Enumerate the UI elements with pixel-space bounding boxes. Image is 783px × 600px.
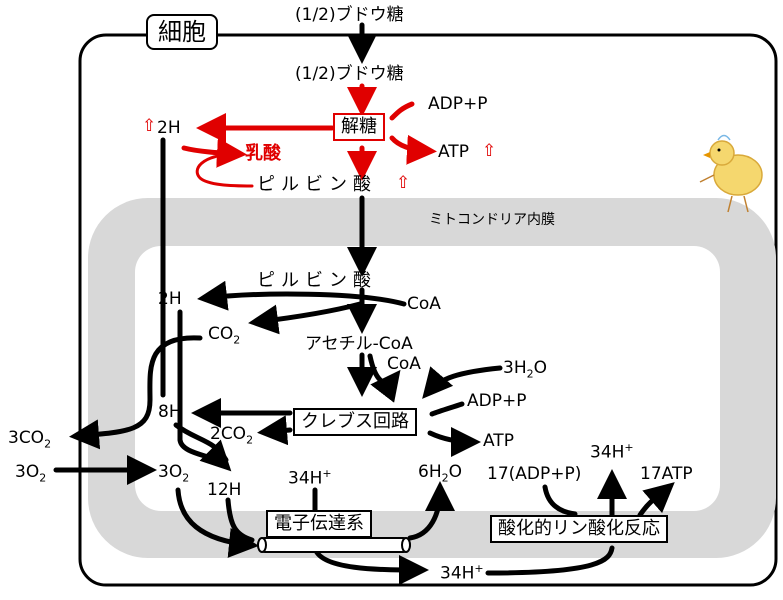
coa-2-label: CoA: [387, 354, 421, 374]
h2o-6-text: 6H: [418, 462, 442, 482]
atp-mid-label: ATP: [483, 431, 514, 451]
adp-p-mid-label: ADP+P: [467, 391, 527, 411]
chick-doodle: [699, 134, 763, 213]
h2-top-label: 2H: [157, 118, 181, 138]
h2o-3-o: O: [533, 358, 547, 378]
o2-mito-label: 3O2: [158, 462, 190, 485]
h34-bottom-label: 34H+: [440, 563, 484, 583]
adp-p-17-label: 17(ADP+P): [487, 464, 582, 484]
h2-mito-label: 2H: [158, 289, 182, 309]
atp-up-icon: ⇧: [482, 141, 497, 161]
h34-top-text: 34H: [288, 468, 323, 489]
co2-3-label: 3CO2: [8, 428, 52, 451]
electron-transport-tube: [257, 537, 411, 553]
coa-1-label: CoA: [407, 294, 441, 314]
h2o-6-label: 6H2O: [418, 462, 462, 485]
acetyl-coa-label: アセチル-CoA: [305, 334, 413, 354]
co2-2-label: 2CO2: [210, 424, 254, 447]
co2-3-text: 3CO: [8, 428, 45, 448]
atp-17-label: 17ATP: [640, 464, 693, 484]
co2-3-sub: 2: [44, 437, 52, 451]
membrane-label: ミトコンドリア内膜: [429, 212, 555, 228]
pyruvate-top-label: ピルビン酸: [257, 174, 377, 195]
adp-p-top-label: ADP+P: [428, 94, 488, 114]
pyruvate-mito-label: ピルビン酸: [257, 270, 377, 291]
h2o-3-sub: 2: [526, 367, 534, 381]
h2o-6-sub: 2: [441, 471, 449, 485]
cell-title: 細胞: [146, 14, 218, 50]
h34-right-sup: +: [624, 441, 634, 454]
lactic-acid-label: 乳酸: [245, 143, 281, 164]
co2-sub: 2: [233, 333, 241, 347]
o2-mito-text: 3O: [158, 462, 183, 482]
krebs-cycle-box: クレブス回路: [293, 408, 417, 436]
glucose-input-label: (1/2)ブドウ糖: [295, 5, 404, 25]
h34-right-text: 34H: [590, 442, 625, 463]
o2-mito-sub: 2: [182, 471, 190, 485]
glycolysis-arrows: [181, 83, 437, 188]
co2-label: CO2: [208, 324, 241, 347]
h34-bottom-text: 34H: [440, 563, 475, 584]
pyruvate-up-icon: ⇧: [396, 173, 411, 193]
h12-label: 12H: [207, 480, 242, 500]
h34-top-sup: +: [322, 467, 332, 480]
oxphos-box: 酸化的リン酸化反応: [490, 515, 668, 543]
co2-2-text: 2CO: [210, 424, 247, 444]
h2o-3-label: 3H2O: [503, 358, 547, 381]
o2-input-label: 3O2: [15, 462, 47, 485]
h2o-6-o: O: [448, 462, 462, 482]
h34-top-label: 34H+: [288, 468, 332, 488]
h34-right-label: 34H+: [590, 442, 634, 462]
h34-bottom-sup: +: [474, 562, 484, 575]
h2o-3-text: 3H: [503, 358, 527, 378]
co2-2-sub: 2: [246, 433, 254, 447]
pathway-arrows: [53, 22, 675, 585]
electron-transport-box: 電子伝達系: [266, 510, 372, 538]
h2-up-icon: ⇧: [142, 116, 157, 136]
atp-top-label: ATP: [438, 142, 469, 162]
glycolysis-box: 解糖: [333, 113, 385, 141]
h8-label: 8H: [158, 402, 182, 422]
glucose-label: (1/2)ブドウ糖: [295, 64, 404, 84]
co2-text: CO: [208, 324, 234, 344]
o2-input-text: 3O: [15, 462, 40, 482]
o2-input-sub: 2: [39, 471, 47, 485]
